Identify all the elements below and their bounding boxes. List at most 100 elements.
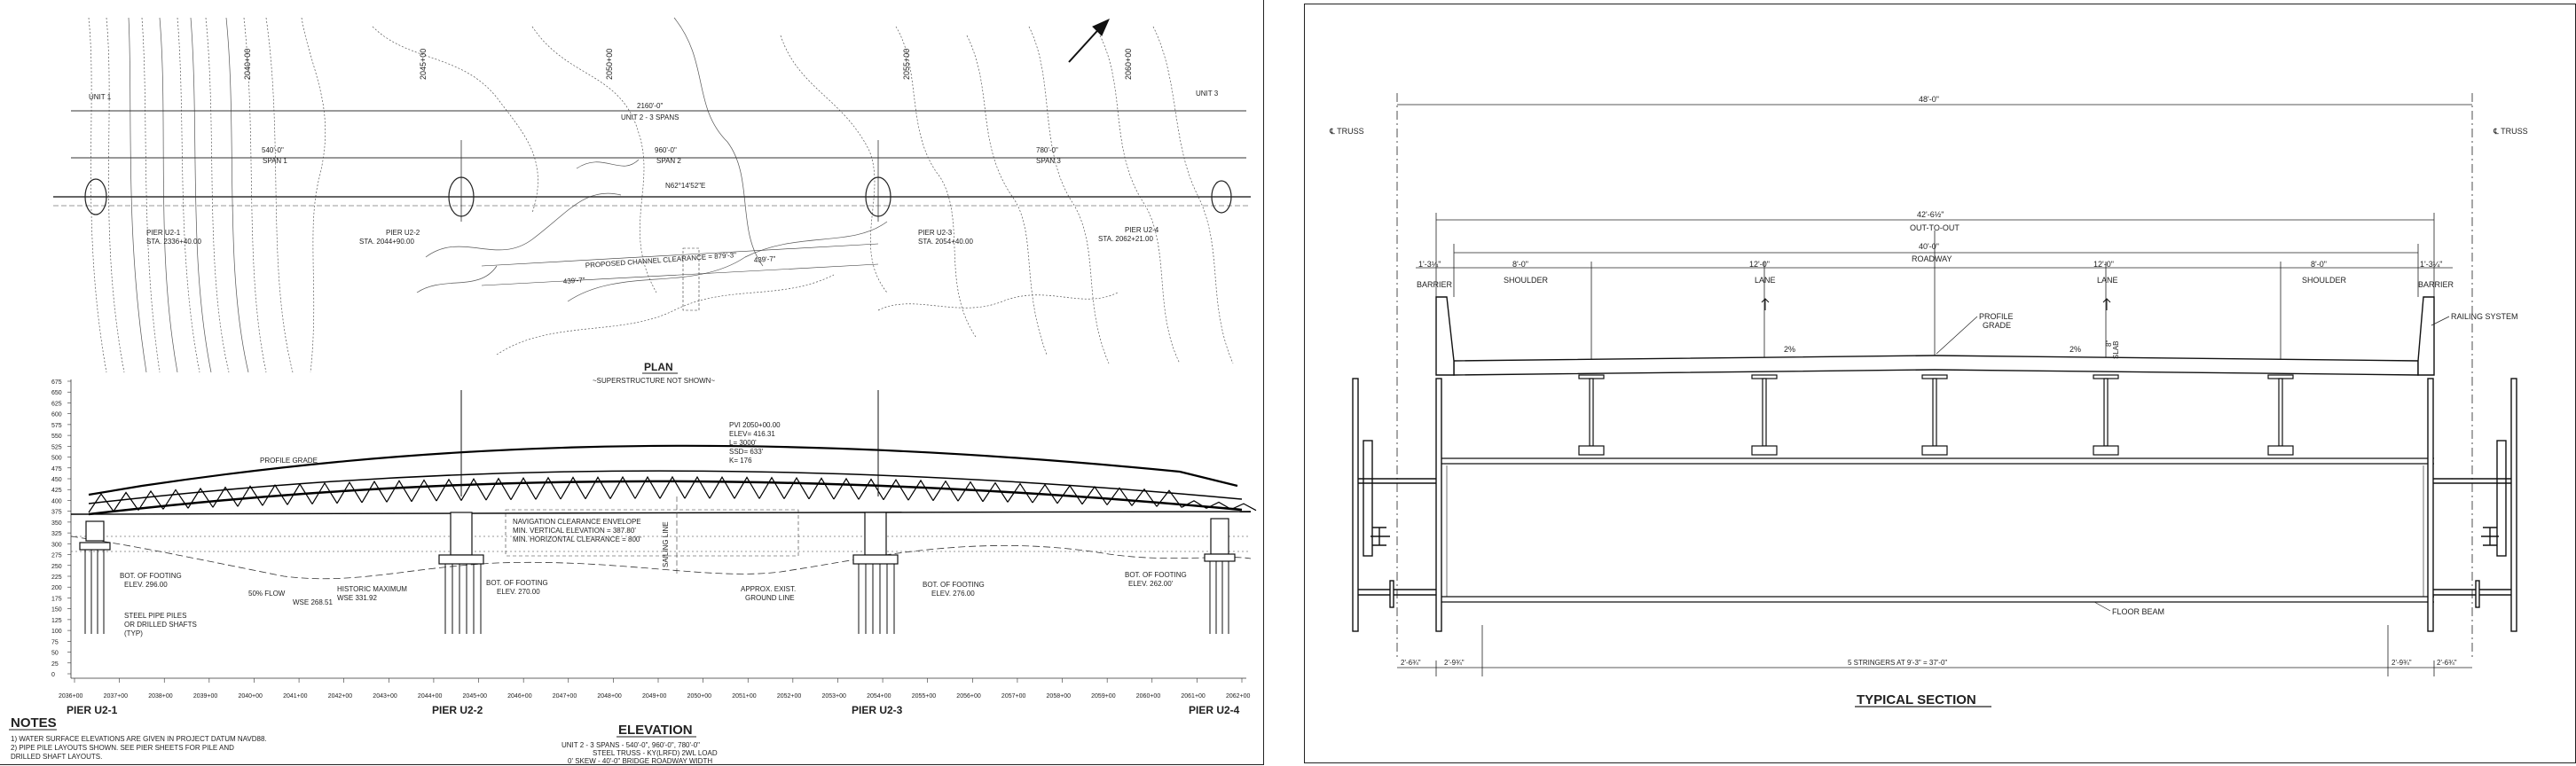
- stringer-top-flange: [1751, 374, 1778, 379]
- plan-pier-1-sta: STA. 2336+40.00: [146, 238, 201, 246]
- elevation-tick-label: 600: [51, 412, 62, 418]
- pool-label: 50% FLOW: [248, 590, 286, 598]
- piles-label-1: STEEL PIPE PILES: [124, 612, 186, 620]
- station-tick-label: 2048+00: [597, 693, 622, 700]
- ground-label-2: GROUND LINE: [745, 594, 795, 602]
- station-tick-label: 2037+00: [104, 693, 129, 700]
- station-tick-label: 2056+00: [956, 693, 981, 700]
- elevation-tick-label: 675: [51, 379, 62, 386]
- station-tick-label: 2044+00: [418, 693, 443, 700]
- roadway-label: ROADWAY: [1912, 254, 1952, 263]
- shoulder-left: SHOULDER: [1504, 276, 1549, 285]
- elevation-tick-label: 350: [51, 520, 62, 527]
- span-3-label: SPAN 3: [1036, 157, 1061, 165]
- grade-label: GRADE: [1983, 321, 2011, 330]
- span-2-label: SPAN 2: [656, 157, 681, 165]
- stringer-top-flange: [2267, 374, 2294, 379]
- profile-label: PROFILE: [1979, 312, 2014, 321]
- truss-right: ℄ TRUSS: [2493, 127, 2528, 136]
- profile-leader: [1936, 316, 1978, 355]
- slope-left: 2%: [1784, 345, 1795, 354]
- note-2: 2) PIPE PILE LAYOUTS SHOWN. SEE PIER SHE…: [11, 744, 234, 752]
- station-tick-label: 2047+00: [553, 693, 577, 700]
- elevation-tick-label: 75: [51, 639, 59, 645]
- elevation-tick-label: 0: [51, 672, 55, 678]
- floor-beams: [1436, 457, 2434, 603]
- profile-label: PROFILE GRADE: [260, 457, 318, 465]
- plan-pier-footings: [84, 176, 1232, 217]
- elevation-title: ELEVATION: [618, 723, 693, 738]
- elevation-tick-label: 450: [51, 477, 62, 483]
- plan-lines: [53, 110, 1251, 311]
- bot-footing-3-elev: ELEV. 276.00: [931, 590, 975, 598]
- pool-wse: WSE 268.51: [293, 598, 333, 606]
- pier-label-2: PIER U2-2: [432, 704, 483, 716]
- piles-label-2: OR DRILLED SHAFTS: [124, 621, 197, 629]
- lane-right-dim: 12'-0": [2093, 260, 2114, 269]
- unit-2-label: UNIT 2 - 3 SPANS: [621, 113, 679, 121]
- floor-beam-label: FLOOR BEAM: [2112, 607, 2164, 616]
- stringers: [1578, 374, 2294, 456]
- elevation-tick-label: 275: [51, 553, 62, 559]
- station-tick-label: 2060+00: [1136, 693, 1161, 700]
- slab-label: SLAB: [2112, 341, 2120, 359]
- plan-station-4: 2060+00: [1124, 49, 1133, 80]
- elevation-tick-label: 175: [51, 596, 62, 602]
- barrier-right: BARRIER: [2418, 280, 2454, 289]
- elevation-tick-label: 125: [51, 618, 62, 624]
- pvi-ssd: SSD= 633': [729, 448, 764, 456]
- typical-section-drawing: 48'-0" ℄ TRUSS ℄ TRUSS 42'-6½" OUT-TO-OU…: [1329, 93, 2528, 707]
- north-arrow-icon: [1068, 19, 1110, 63]
- span-1-length: 540'-0": [262, 146, 284, 154]
- station-tick-label: 2049+00: [642, 693, 667, 700]
- unit-2-length: 2160'-0": [637, 102, 663, 110]
- pvi-length: L= 3000': [729, 439, 757, 447]
- pier-label-4: PIER U2-4: [1189, 704, 1240, 716]
- plan-elevation-drawing: 2045+00 2040+00 2050+00 2055+00 2060+00 …: [9, 17, 1257, 764]
- channel-clearance: PROPOSED CHANNEL CLEARANCE = 879'-3": [585, 251, 737, 270]
- station-tick-label: 2039+00: [193, 693, 218, 700]
- note-3: DRILLED SHAFT LAYOUTS.: [11, 753, 102, 761]
- historic-max: HISTORIC MAXIMUM: [337, 585, 407, 593]
- elevation-tick-label: 500: [51, 456, 62, 462]
- piles-label-3: (TYP): [124, 629, 143, 637]
- plan-pier-2-name: PIER U2-2: [386, 229, 420, 237]
- bot-footing-1: BOT. OF FOOTING: [120, 572, 182, 580]
- elevation-tick-label: 425: [51, 488, 62, 494]
- elevation-tick-label: 300: [51, 542, 62, 548]
- pier-label-3: PIER U2-3: [852, 704, 903, 716]
- pile-lines: [84, 390, 1229, 634]
- lane-right: LANE: [2097, 276, 2118, 285]
- elevation-tick-label: 375: [51, 510, 62, 516]
- channel-right-dim: 439'-7": [754, 254, 777, 264]
- elevation-tick-label: 400: [51, 498, 62, 504]
- out-to-out-dim: 42'-6½": [1917, 210, 1944, 219]
- plan-subtitle: ~SUPERSTRUCTURE NOT SHOWN~: [593, 377, 715, 385]
- elevation-tick-label: 575: [51, 423, 62, 429]
- station-tick-label: 2054+00: [867, 693, 891, 700]
- plan-pier-4-sta: STA. 2062+21.00: [1098, 235, 1153, 243]
- note-1: 1) WATER SURFACE ELEVATIONS ARE GIVEN IN…: [11, 735, 267, 743]
- bot-footing-4-elev: ELEV. 262.00': [1128, 580, 1174, 588]
- station-tick-label: 2041+00: [283, 693, 308, 700]
- ground-line: [70, 496, 1252, 580]
- shoulder-right: SHOULDER: [2302, 276, 2347, 285]
- slab-dim: 8": [2105, 340, 2113, 347]
- stringer-top-flange: [1578, 374, 1605, 379]
- floor-beam-leader: [2093, 601, 2111, 612]
- railing-label: RAILING SYSTEM: [2451, 312, 2518, 321]
- elevation-tick-label: 225: [51, 574, 62, 581]
- dimension-lines: [1396, 93, 2473, 676]
- deck-slab: [1435, 296, 2435, 376]
- channel-left-dim: 439'-7": [563, 276, 586, 285]
- elevation-tick-label: 550: [51, 434, 62, 440]
- station-tick-label: 2042+00: [328, 693, 353, 700]
- stringer-bearing: [1578, 445, 1605, 456]
- elevation-tick-label: 625: [51, 401, 62, 407]
- stringer-bearing: [1751, 445, 1778, 456]
- station-tick-label: 2040+00: [238, 693, 263, 700]
- station-tick-label: 2053+00: [821, 693, 846, 700]
- span-1-label: SPAN 1: [263, 157, 287, 165]
- steel-truss: [70, 444, 1257, 516]
- elevation-axis: [70, 379, 1246, 679]
